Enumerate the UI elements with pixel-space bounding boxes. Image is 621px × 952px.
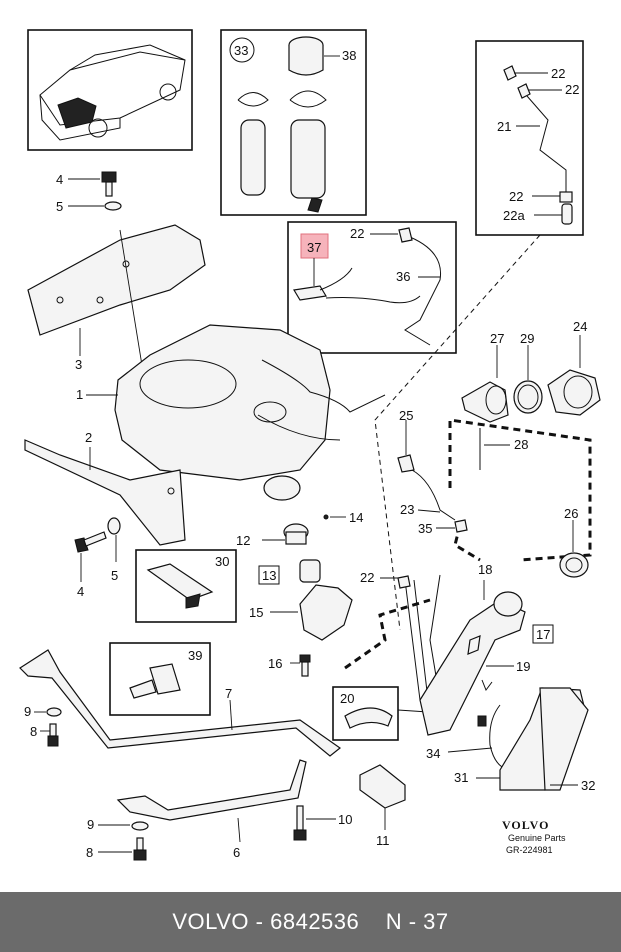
callout-22-fifth: 22 — [360, 570, 374, 585]
callout-28: 28 — [514, 437, 528, 452]
callout-4-lower: 4 — [77, 584, 84, 599]
callout-14: 14 — [349, 510, 363, 525]
callout-23: 23 — [400, 502, 414, 517]
fuel-system-exploded-diagram: 33 38 22 22 21 22 22a 37 — [19, 29, 601, 861]
callout-22-fourth: 22 — [350, 226, 364, 241]
callout-8-lower: 8 — [86, 845, 93, 860]
inset-39-box: 39 — [109, 642, 211, 716]
filler-hoses: 25 23 35 22 — [360, 408, 468, 589]
callout-6: 6 — [233, 845, 240, 860]
footer-separator: - — [249, 909, 271, 934]
callout-24: 24 — [573, 319, 587, 334]
callout-17: 17 — [536, 627, 550, 642]
callout-35: 35 — [418, 521, 432, 536]
callout-38: 38 — [342, 48, 356, 63]
callout-26: 26 — [564, 506, 578, 521]
brand-block: VOLVO Genuine Parts GR-224981 — [502, 818, 566, 855]
callout-25: 25 — [399, 408, 413, 423]
callout-22-top: 22 — [551, 66, 565, 81]
callout-12: 12 — [236, 533, 250, 548]
highlighted-part-37 — [300, 233, 329, 259]
callout-30: 30 — [215, 554, 229, 569]
connector-dashed — [374, 234, 541, 631]
callout-16: 16 — [268, 656, 282, 671]
callout-34: 34 — [426, 746, 440, 761]
volvo-logo: VOLVO — [502, 818, 549, 832]
callout-5-top: 5 — [56, 199, 63, 214]
callout-10: 10 — [338, 812, 352, 827]
callout-3: 3 — [75, 357, 82, 372]
callout-22a: 22a — [503, 208, 525, 223]
callout-20: 20 — [340, 691, 354, 706]
diagram-reference: GR-224981 — [506, 845, 553, 855]
tank-bracket: 2 — [24, 430, 186, 546]
callout-32: 32 — [581, 778, 595, 793]
pump-assembly: 12 14 13 15 16 — [236, 510, 363, 677]
filler-cap-group: 27 29 24 28 26 — [461, 319, 601, 578]
callout-4-top: 4 — [56, 172, 63, 187]
callout-33: 33 — [234, 43, 248, 58]
callout-15: 15 — [249, 605, 263, 620]
tank-straps: 7 6 — [19, 649, 342, 860]
bolt-washer-top: 4 5 — [56, 171, 122, 214]
strap-bolts: 9 8 9 8 10 — [24, 704, 352, 861]
brand-tagline: Genuine Parts — [508, 833, 566, 843]
filler-dashed-lower — [344, 598, 431, 670]
callout-7: 7 — [225, 686, 232, 701]
callout-5-lower: 5 — [111, 568, 118, 583]
inset-30-box: 30 — [135, 549, 237, 623]
callout-9-lower: 9 — [87, 817, 94, 832]
callout-1: 1 — [76, 387, 83, 402]
footer-gap — [359, 909, 385, 935]
footer-make: VOLVO — [172, 909, 250, 934]
callout-2: 2 — [85, 430, 92, 445]
fuel-tank: 1 — [76, 324, 386, 501]
callout-31: 31 — [454, 770, 468, 785]
footer-part-number: 6842536 — [270, 909, 360, 934]
callout-11: 11 — [376, 833, 390, 848]
callout-27: 27 — [490, 331, 504, 346]
vehicle-location-thumbnail — [27, 29, 193, 151]
sender-inset-box: 37 22 36 — [287, 221, 457, 354]
part-footer: VOLVO - 6842536 N - 37 — [0, 892, 621, 952]
callout-13: 13 — [262, 568, 276, 583]
callout-18: 18 — [478, 562, 492, 577]
filler-dashed-frame — [448, 418, 592, 562]
filler-assembly: 18 19 17 — [404, 562, 554, 736]
filler-housing: 34 31 32 — [426, 687, 595, 793]
callout-29: 29 — [520, 331, 534, 346]
bolt-washer-lower: 4 5 — [74, 517, 121, 599]
callout-19: 19 — [516, 659, 530, 674]
callout-8-top: 8 — [30, 724, 37, 739]
callout-37: 37 — [307, 240, 321, 255]
callout-36: 36 — [396, 269, 410, 284]
pump-inset-box: 33 38 — [220, 29, 367, 216]
inset-20-box: 20 — [332, 686, 429, 741]
callout-21: 21 — [497, 119, 511, 134]
callout-9-top: 9 — [24, 704, 31, 719]
callout-22-second: 22 — [565, 82, 579, 97]
callout-39: 39 — [188, 648, 202, 663]
callout-22-third: 22 — [509, 189, 523, 204]
fuel-line-inset-box: 22 22 21 22 22a — [475, 40, 584, 236]
part-11: 11 — [359, 764, 406, 848]
footer-position: N - 37 — [385, 909, 449, 934]
